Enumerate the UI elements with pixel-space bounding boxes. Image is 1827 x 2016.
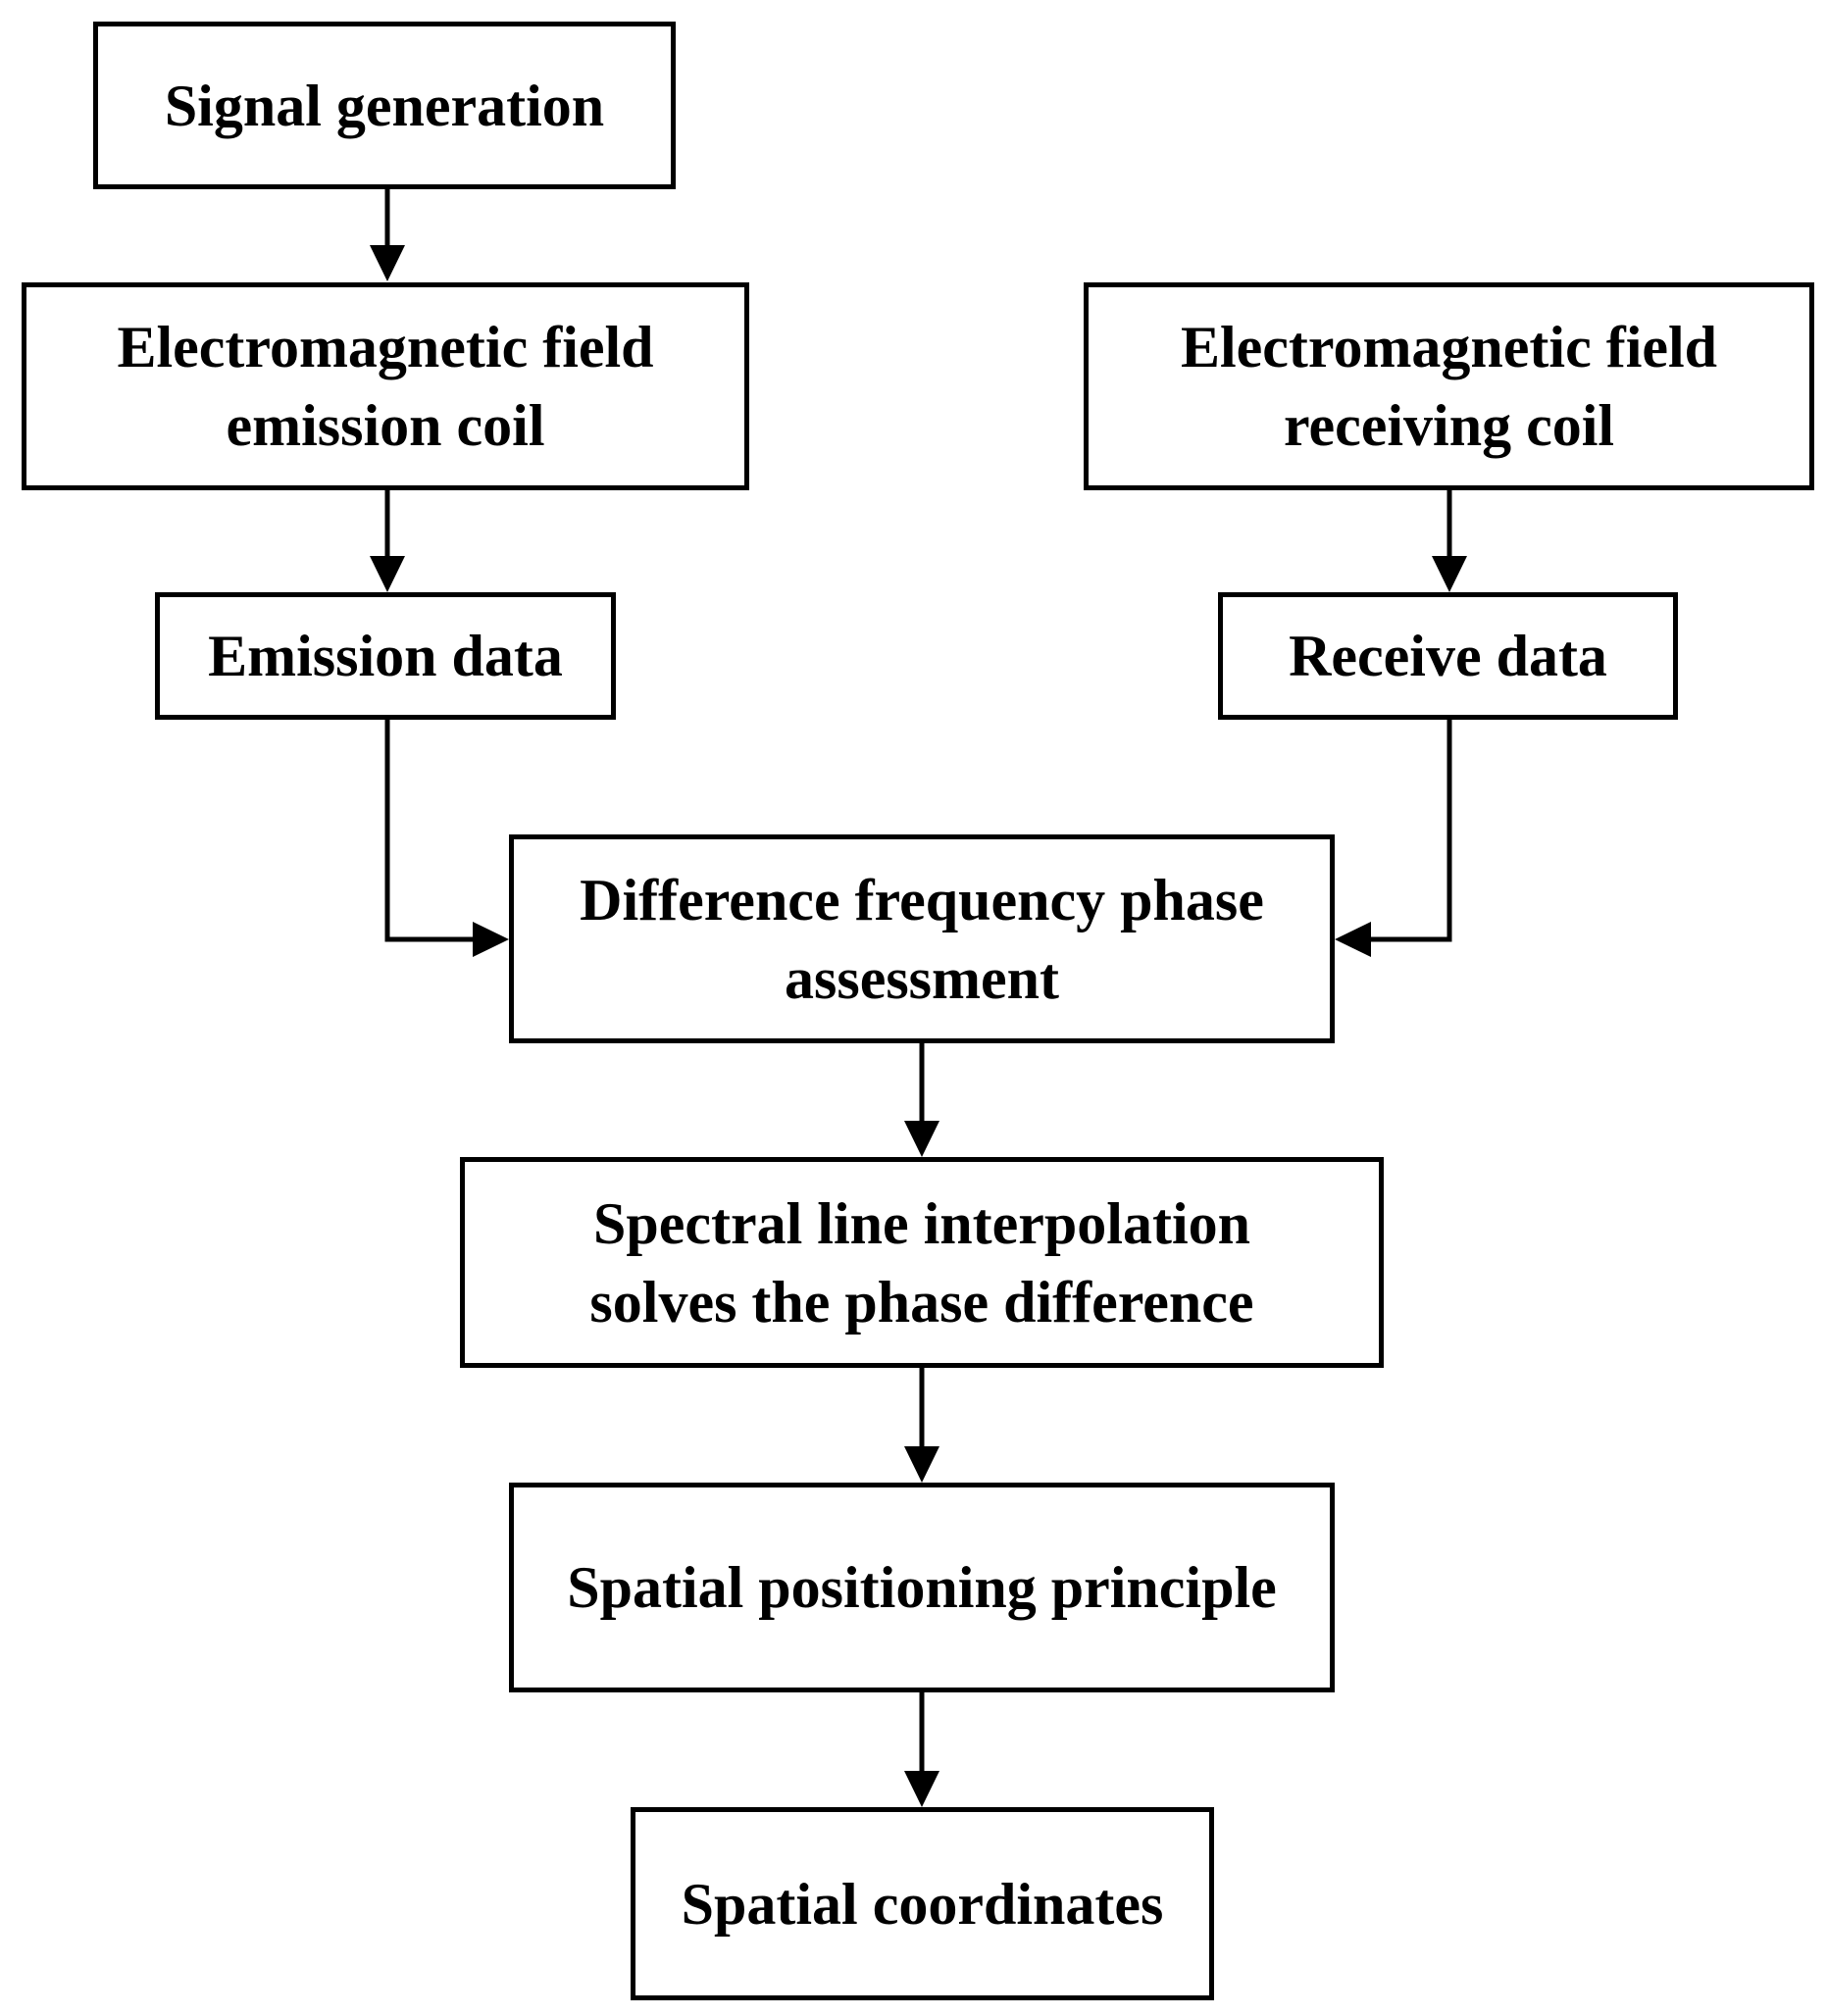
signal-generation-label: Signal generation xyxy=(164,73,605,138)
arrow-phase-to-spectral xyxy=(904,1043,939,1157)
signal-generation-box: Signal generation xyxy=(93,22,676,189)
receiving-coil-box: Electromagnetic field receiving coil xyxy=(1084,282,1814,490)
emission-data-box: Emission data xyxy=(155,592,616,720)
spatial-coordinates-box: Spatial coordinates xyxy=(631,1807,1214,2000)
positioning-principle-box: Spatial positioning principle xyxy=(509,1483,1335,1692)
spectral-interpolation-box: Spectral line interpolation solves the p… xyxy=(460,1157,1384,1368)
arrow-receiving-coil-to-data xyxy=(1432,490,1467,592)
emission-coil-box: Electromagnetic field emission coil xyxy=(22,282,749,490)
phase-assessment-box: Difference frequency phase assessment xyxy=(509,834,1335,1043)
emission-coil-label-line1: Electromagnetic field xyxy=(117,315,654,379)
receive-data-label: Receive data xyxy=(1289,624,1607,688)
spatial-coordinates-label: Spatial coordinates xyxy=(681,1871,1164,1937)
arrow-emission-data-to-phase xyxy=(384,720,509,957)
emission-data-label: Emission data xyxy=(208,624,563,688)
arrow-spectral-to-positioning xyxy=(904,1368,939,1483)
receiving-coil-label-line1: Electromagnetic field xyxy=(1180,315,1718,379)
phase-assessment-label-line2: assessment xyxy=(785,945,1059,1011)
spectral-interpolation-label-line2: solves the phase difference xyxy=(589,1269,1254,1335)
arrow-signal-to-emission-coil xyxy=(370,189,405,281)
positioning-principle-label: Spatial positioning principle xyxy=(567,1555,1277,1620)
arrow-positioning-to-coordinates xyxy=(904,1692,939,1807)
phase-assessment-label-line1: Difference frequency phase xyxy=(580,867,1264,932)
spectral-interpolation-label-line1: Spectral line interpolation xyxy=(593,1190,1250,1256)
receiving-coil-label-line2: receiving coil xyxy=(1283,393,1615,458)
arrow-receive-data-to-phase xyxy=(1335,720,1452,957)
emission-coil-label-line2: emission coil xyxy=(226,393,545,458)
receive-data-box: Receive data xyxy=(1218,592,1678,720)
arrow-emission-coil-to-data xyxy=(370,490,405,592)
